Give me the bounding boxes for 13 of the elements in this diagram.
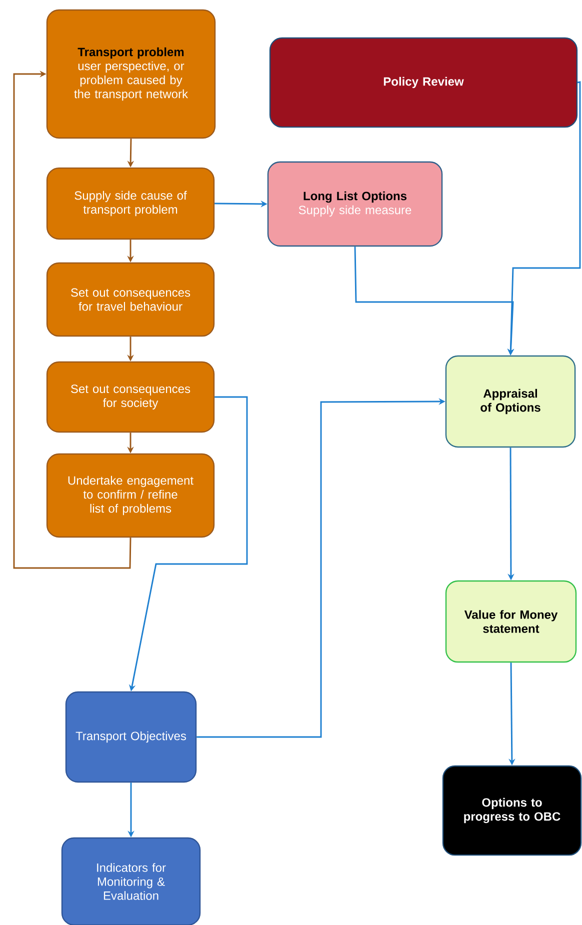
process-box: Transport problem user perspective, or problem caused by the transport network [46,9,216,139]
process-box: Long List Options Supply side measure [267,161,443,247]
process-box: Set out consequences for society [46,361,215,433]
process-box: Set out consequences for travel behaviour [46,262,215,337]
process-box: Value for Money statement [445,580,577,663]
process-box: Appraisal of Options [445,355,576,448]
arrow [13,70,132,569]
process-box: Indicators for Monitoring & Evaluation [61,837,201,925]
process-box: Policy Review [269,37,578,128]
process-box: Supply side cause of transport problem [46,167,215,240]
process-box: Undertake engagement to confirm / refine list of problems [46,453,215,538]
process-box: Transport Objectives [65,691,197,783]
process-box: Options to progress to OBC [442,765,582,856]
